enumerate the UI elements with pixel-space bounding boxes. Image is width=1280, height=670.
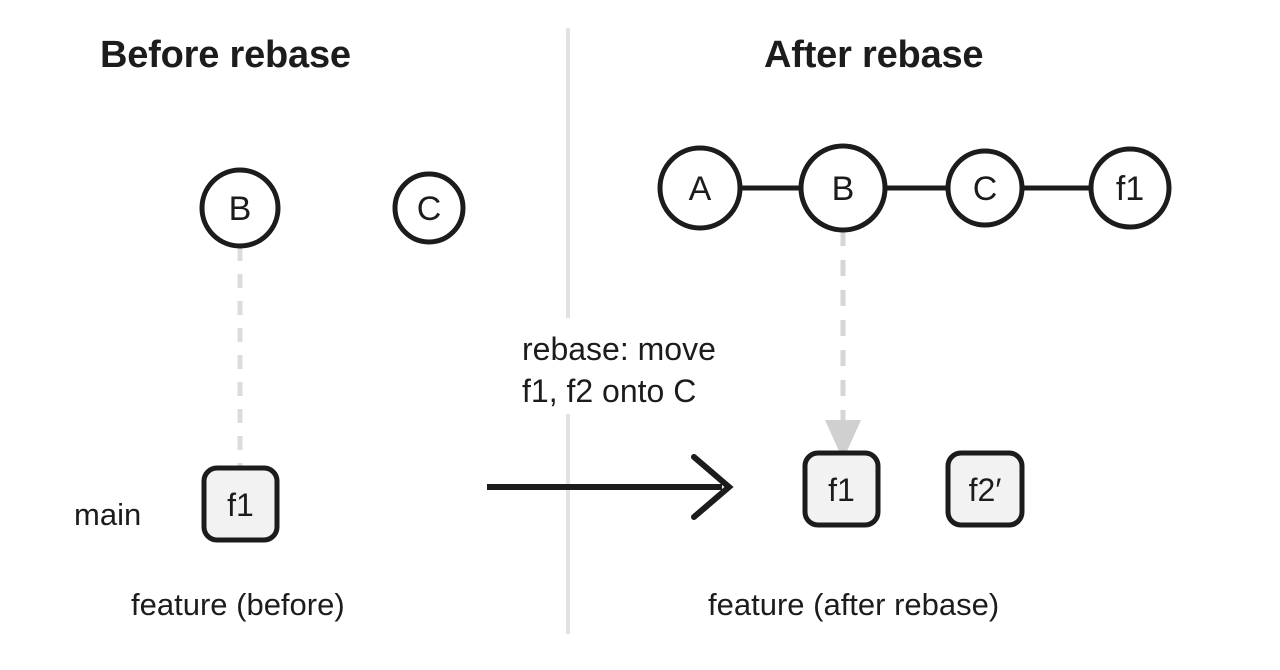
commit-node-label: B xyxy=(832,170,855,208)
rebase-annotation: rebase: move f1, f2 onto C xyxy=(522,331,716,409)
commit-box-f1-after: f1 xyxy=(802,450,881,528)
branch-label-feature-before: feature (before) xyxy=(131,587,345,622)
branch-label-main: main xyxy=(74,497,142,532)
commit-box-f2prime-after: f2′ xyxy=(945,450,1025,528)
commit-node-label: A xyxy=(689,170,712,208)
commit-box-f1-before: f1 xyxy=(201,465,280,543)
commit-node-label: C xyxy=(973,170,998,208)
commit-node-b-after: B xyxy=(798,143,888,233)
transform-arrow xyxy=(487,454,734,520)
commit-node-label: C xyxy=(417,190,442,228)
commit-node-c-before: C xyxy=(392,171,466,245)
commit-box-label: f2′ xyxy=(969,472,1002,508)
commit-node-label: B xyxy=(229,190,252,228)
commit-node-label: f1 xyxy=(1116,170,1144,208)
commit-node-b-before: B xyxy=(199,167,281,249)
panel-title-before: Before rebase xyxy=(100,34,351,76)
commit-box-label: f1 xyxy=(227,487,254,523)
commit-node-f1-after: f1 xyxy=(1088,146,1172,230)
commit-node-c-after: C xyxy=(945,148,1025,228)
branch-label-feature-after: feature (after rebase) xyxy=(708,587,1000,622)
commit-box-label: f1 xyxy=(828,472,855,508)
panel-title-after: After rebase xyxy=(764,34,984,76)
commit-node-a-after: A xyxy=(657,145,743,231)
